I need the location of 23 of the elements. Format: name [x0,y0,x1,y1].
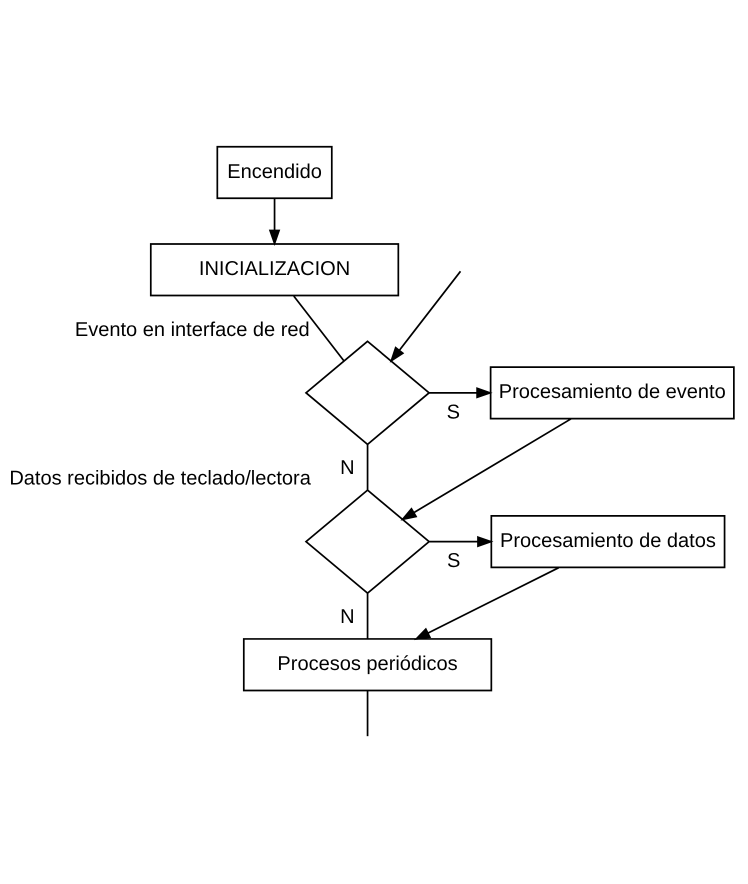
edge-label: N [340,606,355,628]
node-diamond [304,340,430,446]
arrow [414,566,560,640]
arrow [429,387,493,399]
connector [366,444,368,490]
connector [366,593,368,639]
connector [293,296,345,362]
edge-label: S [446,401,460,424]
edge-label: N [340,456,355,479]
arrow [390,270,462,363]
node-diamond [304,489,430,594]
node-box: Procesos periódicos [242,638,492,692]
node-box: Procesamiento de datos [490,515,726,568]
node-box: INICIALIZACION [150,243,400,296]
connector [366,690,368,736]
node-box: Procesamiento de evento [490,366,735,420]
node-label: Datos recibidos de teclado/lectora [9,468,311,490]
node-box: Encendido [216,146,333,200]
arrow [430,536,494,548]
arrow [268,198,280,246]
edge-label: S [446,550,460,572]
arrow [400,418,572,521]
node-label: Evento en interface de red [74,318,310,341]
